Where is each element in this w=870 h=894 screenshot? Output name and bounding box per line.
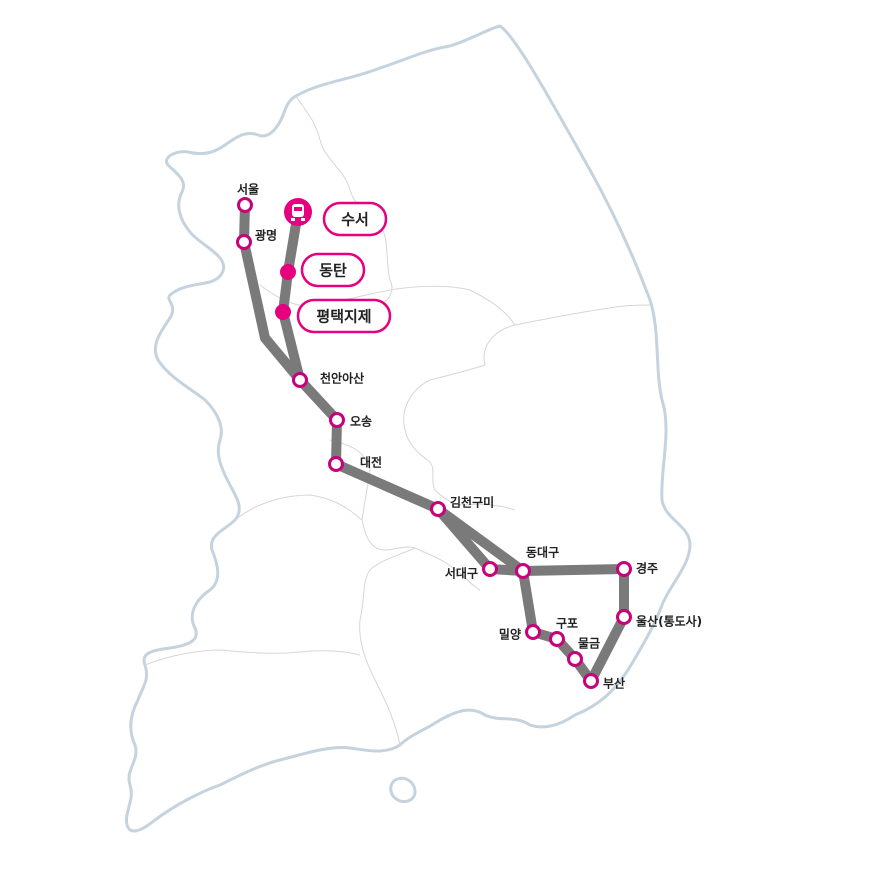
station-marker[interactable] [329,412,345,428]
station-marker[interactable] [583,673,599,689]
station-marker[interactable] [292,372,308,388]
station-seoul[interactable]: 서울 [237,182,259,213]
station-badge[interactable] [296,298,392,334]
station-label: 경주 [636,562,658,576]
route-cheonanasan-gimcheongumi [295,375,443,514]
station-label: 동대구 [526,546,559,560]
station-badge-label: 평택지제 [316,308,371,326]
station-marker[interactable] [567,651,583,667]
station-marker[interactable] [482,561,498,577]
station-label: 울산(통도사) [636,614,702,629]
route-gimcheongumi-dongdaegu [433,504,528,576]
station-seodaegu[interactable]: 서대구 [445,561,498,581]
station-dongdaegu[interactable]: 동대구 [515,546,560,579]
station-badge[interactable] [300,252,366,288]
station-label: 구포 [556,617,578,631]
station-miryang[interactable]: 밀양 [499,624,541,642]
station-label: 오송 [350,415,372,429]
station-daejeon[interactable]: 대전 [328,455,383,472]
route-dongdaegu-gyeongju-ulsan-busan [518,564,629,686]
station-marker[interactable] [616,609,632,625]
station-busan[interactable]: 부산 [583,673,626,691]
station-badge[interactable] [322,201,388,237]
station-marker[interactable] [525,624,541,640]
srt-station-pyeongtaekjije[interactable]: 평택지제 [275,298,392,334]
station-label: 밀양 [499,627,521,642]
station-gwangmyeong[interactable]: 광명 [236,228,278,250]
srt-station-dongtan[interactable]: 동탄 [280,252,366,288]
station-marker[interactable] [236,234,252,250]
station-osong[interactable]: 오송 [329,412,373,429]
station-dot[interactable] [275,304,291,320]
route-seoul-gwangmyeong-cheonanasan [239,200,305,385]
station-gyeongju[interactable]: 경주 [616,561,659,577]
station-label: 대전 [360,455,382,470]
station-badge-label: 동탄 [319,262,347,280]
station-badge-label: 수서 [341,211,369,229]
station-dot[interactable] [280,264,296,280]
srt-station-suseo[interactable]: 수서 [284,198,388,237]
station-marker[interactable] [430,501,446,517]
station-label: 물금 [578,637,600,651]
station-marker[interactable] [237,197,253,213]
station-label: 김천구미 [450,495,494,510]
station-label: 광명 [255,228,277,243]
station-mulgeum[interactable]: 물금 [567,637,601,667]
station-label: 천안아산 [320,371,364,386]
station-ulsan[interactable]: 울산(통도사) [616,609,703,629]
station-gupo[interactable]: 구포 [549,617,579,647]
station-marker[interactable] [515,563,531,579]
station-label: 서대구 [445,566,478,581]
island-outline [389,776,417,804]
station-marker[interactable] [328,456,344,472]
station-marker[interactable] [616,561,632,577]
station-label: 서울 [237,182,259,197]
station-marker[interactable] [549,631,565,647]
peninsula-outline [124,24,692,833]
train-glyph [291,204,305,221]
station-label: 부산 [603,676,625,691]
route-suseo-cheonanasan [278,207,305,385]
station-gimcheongumi[interactable]: 김천구미 [430,495,495,517]
station-cheonanasan[interactable]: 천안아산 [292,371,365,388]
